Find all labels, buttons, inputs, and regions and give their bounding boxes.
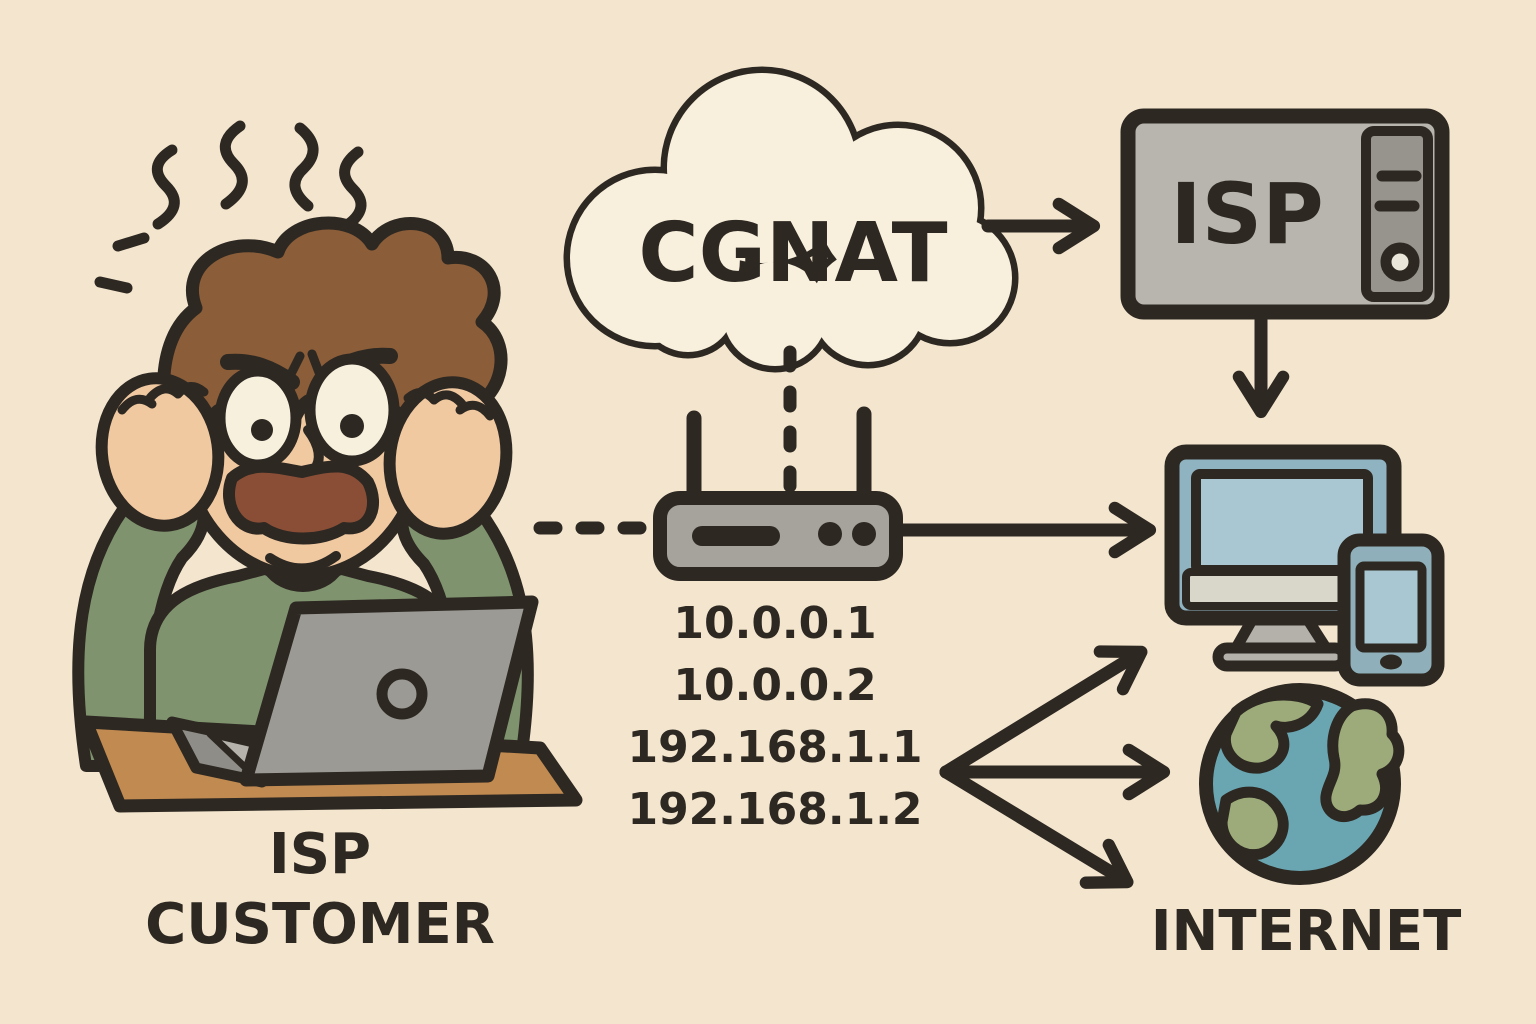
cgnat-cloud: CGNAT — [563, 66, 1019, 373]
monitor-icon — [1164, 444, 1402, 672]
customer-hands — [95, 372, 513, 540]
finger-lines — [117, 382, 495, 421]
isp-box-vents — [1374, 170, 1422, 212]
laptop-icon — [166, 595, 539, 788]
ip-address-list: 10.0.0.1 10.0.0.2 192.168.1.1 192.168.1.… — [627, 598, 922, 835]
cloud-label: CGNAT — [638, 206, 947, 301]
fan-arrows-to-internet — [939, 645, 1171, 889]
ip-address: 10.0.0.2 — [673, 660, 876, 711]
monitor-screen — [1191, 469, 1373, 575]
laptop-logo-icon — [376, 668, 428, 720]
ip-address: 10.0.0.1 — [673, 598, 876, 649]
ip-address: 192.168.1.1 — [627, 722, 922, 773]
monitor-base — [1212, 642, 1350, 672]
router-led — [818, 522, 842, 546]
tablet-screen — [1355, 561, 1427, 653]
router-antennas — [686, 406, 872, 508]
laptop-lid — [239, 595, 539, 787]
router-led — [852, 522, 876, 546]
ip-address: 192.168.1.2 — [627, 784, 922, 835]
globe-continents — [1216, 689, 1405, 861]
internet-label: INTERNET — [1151, 899, 1462, 964]
isp-server-box: ISP — [1120, 108, 1450, 320]
isp-box-power-button — [1380, 242, 1420, 282]
steam-squiggles-icon — [151, 120, 367, 232]
customer-mouth — [223, 460, 379, 545]
customer-label-line1: ISP — [269, 822, 371, 887]
router-icon — [653, 406, 903, 581]
globe-icon — [1199, 683, 1405, 885]
cloud-fill — [570, 73, 1012, 366]
customer-label-line2: CUSTOMER — [145, 892, 495, 957]
isp-label: ISP — [1170, 165, 1323, 263]
tablet-home-button — [1380, 654, 1402, 670]
tablet-icon — [1337, 533, 1445, 687]
customer-neck-line — [265, 551, 341, 574]
frustrated-customer-illustration: ISP CUSTOMER — [72, 120, 583, 957]
